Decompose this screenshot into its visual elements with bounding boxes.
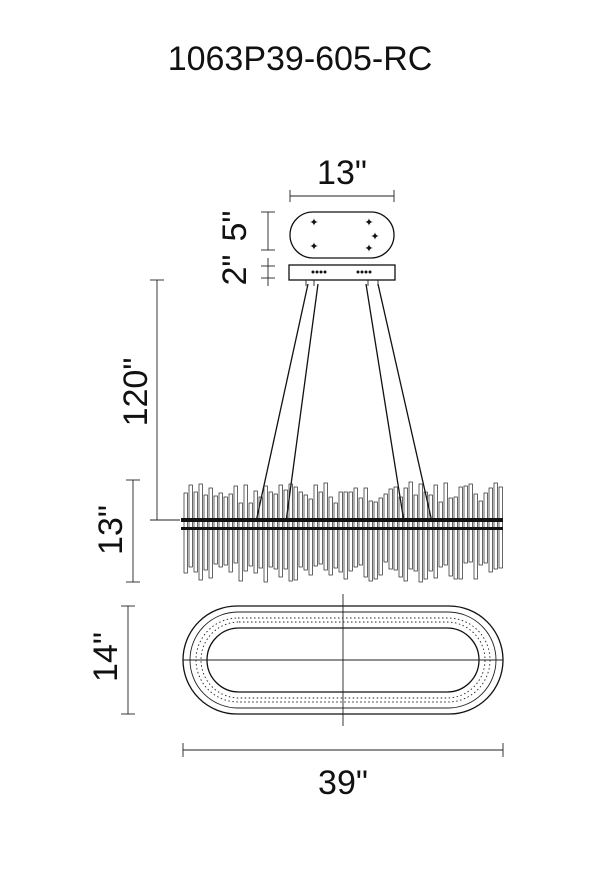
crystal-rod [418,483,423,583]
canopy-screws [311,270,372,274]
crystal-rod [263,485,268,583]
crystal-rod [258,496,263,569]
crystal-rod [473,493,478,580]
fixture-bottom-view [182,594,504,726]
canopy-depth-dimension: 5" [216,211,275,251]
svg-text:✦: ✦ [364,243,373,255]
canopy-height-label: 2" [216,255,254,286]
crystal-rod [468,483,473,563]
crystal-rod [428,494,433,572]
fixture-width-dimension: 39" [182,743,504,802]
canopy-top-view: ✦ ✦ ✦ ✦ ✦ [289,211,395,259]
crystal-rod [188,484,193,568]
crystal-rod [358,497,363,566]
crystal-rod [208,487,213,579]
crystal-rod [413,494,418,572]
crystal-rod [458,486,463,580]
crystal-rod [313,484,318,567]
crystal-rod [403,487,408,582]
crystal-rod [448,497,453,577]
crystal-rod [293,486,298,581]
crystal-rod [433,484,438,579]
fixture-width-label: 39" [318,764,368,802]
crystal-rod [198,483,203,581]
crystal-rod [253,490,258,574]
crystal-rod [348,491,353,572]
crystal-rod [288,483,293,582]
crystal-rod [193,491,198,573]
crystal-rod [183,492,188,574]
crystal-rod [248,502,253,567]
canopy-mounting-holes: ✦ ✦ ✦ ✦ ✦ [309,217,379,255]
fixture-frame-band [181,518,503,530]
crystal-rod [308,498,313,576]
crystal-rod [378,497,383,576]
crystal-rod [328,496,333,576]
crystal-rod [223,496,228,566]
cable-length-dimension: 120" [117,279,180,521]
crystal-rod [443,482,448,566]
fixture-height-label: 13" [92,505,130,555]
model-number-title: 1063P39-605-RC [168,40,433,78]
crystal-rod [408,481,413,570]
canopy-width-label: 13" [317,154,367,192]
crystal-rod [323,482,328,571]
crystal-rod [368,500,373,582]
crystal-rod [363,487,368,578]
crystal-rod [463,485,468,564]
crystal-rod [493,482,498,570]
fixture-depth-dimension: 14" [87,605,135,715]
svg-text:✦: ✦ [309,217,318,229]
crystal-rod [278,484,283,578]
crystal-rod [333,502,338,569]
crystal-rod [423,491,428,580]
crystal-rod [373,501,378,580]
canopy-width-dimension: 13" [289,154,395,202]
suspension-cables [255,283,433,523]
crystal-rod [478,500,483,566]
crystal-rod [338,491,343,573]
crystal-rod [203,494,208,571]
canopy-height-dimension: 2" [216,255,275,286]
crystal-rod [343,491,348,580]
svg-text:✦: ✦ [364,217,373,229]
cable-length-label: 120" [117,358,155,427]
crystal-rod [438,501,443,568]
fixture-depth-label: 14" [87,632,125,682]
crystal-rod [303,494,308,571]
crystal-rod [228,493,233,573]
crystal-rod [273,493,278,570]
svg-text:✦: ✦ [309,241,318,253]
canopy-outline [289,211,395,259]
crystal-rod [238,502,243,582]
crystal-rod [398,496,403,578]
fixture-height-dimension: 13" [92,479,140,583]
crystal-rod [233,485,238,564]
canopy-side-view [288,264,396,286]
fixture-crystal-rods [183,481,503,583]
crystal-rod [453,496,458,580]
canopy-depth-label: 5" [216,211,254,242]
svg-text:✦: ✦ [370,231,379,243]
